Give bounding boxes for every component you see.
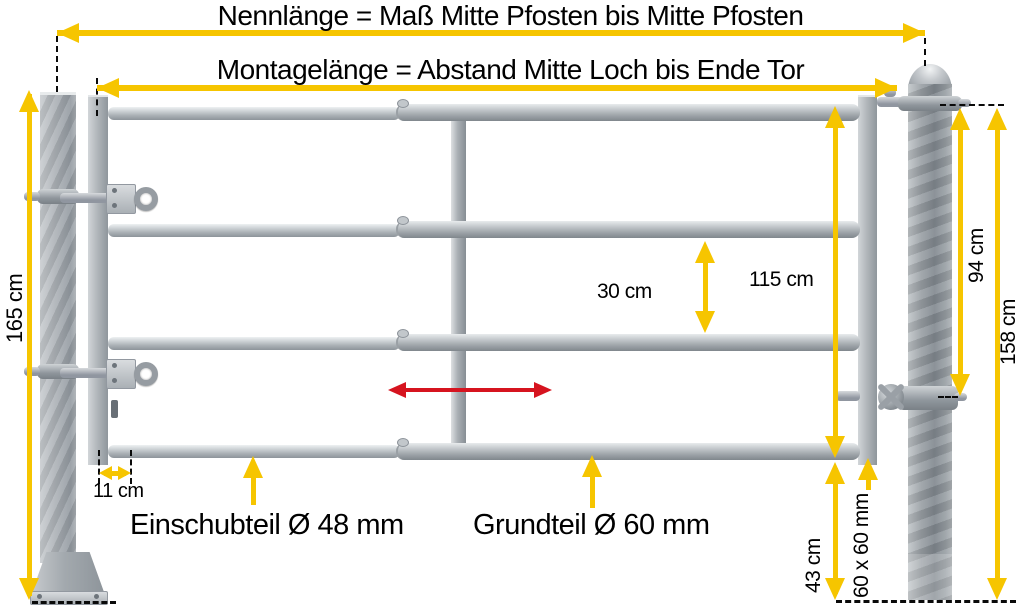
arrowhead-icon (243, 456, 263, 478)
base-bolt-icon (37, 594, 42, 599)
hole-offset-arrow (104, 471, 126, 476)
ground-clearance-label: 43 cm (802, 538, 825, 593)
frame-slot (111, 400, 118, 418)
clamp-distance-label: 94 cm (965, 228, 988, 283)
arrowhead-icon (19, 90, 39, 112)
hinge-screw-icon (112, 363, 117, 368)
ground-line-left (32, 601, 116, 604)
lower-clamp (898, 386, 958, 410)
rail-4-base (396, 443, 860, 460)
base-part-arrow (590, 475, 595, 508)
hinge-bottom-pin (60, 368, 110, 378)
ground-clearance-arrow (833, 468, 838, 594)
post-above-ground-label: 158 cm (997, 299, 1020, 365)
nennlaenge-arrow (57, 30, 925, 36)
gate-right-frame (858, 95, 877, 465)
hinge-top-pin (60, 193, 110, 203)
arrowhead-icon (875, 78, 897, 98)
arrowhead-icon (695, 241, 715, 263)
rail-3-base (396, 334, 860, 351)
frame-profile-arrow (866, 478, 871, 490)
right-post-below-section (908, 554, 952, 600)
insert-part-arrow (251, 476, 256, 505)
ground-line-right (836, 600, 1016, 603)
frame-profile-label: 60 x 60 mm (850, 493, 873, 598)
arrowhead-icon (57, 23, 79, 43)
base-bolt-icon (94, 594, 99, 599)
top-bracket (877, 97, 903, 107)
sleeve-screw-icon (397, 438, 409, 447)
latch-pin (836, 391, 860, 401)
rail-2-base (396, 221, 860, 238)
arrowhead-icon (825, 106, 845, 128)
hinge-screw-icon (112, 378, 117, 383)
arrowhead-icon (695, 311, 715, 333)
hinge-top-plate (106, 184, 136, 214)
rail-4-insert (108, 445, 400, 458)
hinge-bottom-plate (106, 359, 136, 389)
ref-line-left-post-center (56, 36, 58, 92)
arrowhead-icon (987, 108, 1007, 130)
arrowhead-icon (858, 458, 878, 480)
gate-left-frame (88, 95, 108, 465)
gate-height-arrow (833, 112, 838, 448)
hinge-bottom-bolt (24, 367, 40, 376)
post-height-arrow (27, 94, 32, 596)
nennlaenge-label: Nennlänge = Maß Mitte Pfosten bis Mitte … (217, 0, 804, 31)
post-height-label: 165 cm (2, 273, 27, 343)
gate-height-label: 115 cm (749, 268, 814, 291)
arrowhead-icon (825, 462, 845, 484)
hinge-screw-icon (112, 203, 117, 208)
base-part-label: Grundteil Ø 60 mm (473, 509, 710, 541)
arrowhead-icon (825, 436, 845, 458)
ref-line-lower-clamp (938, 396, 958, 398)
montagelaenge-arrow (97, 85, 897, 91)
top-clamp (898, 96, 962, 111)
ref-line-11cm-right (130, 450, 132, 484)
telescope-arrow (398, 388, 540, 392)
arrowhead-icon (950, 374, 970, 396)
arrowhead-icon (903, 23, 925, 43)
clamp-distance-arrow (958, 114, 963, 380)
insert-part-label: Einschubteil Ø 48 mm (130, 509, 404, 541)
hinge-top-bolt (24, 192, 40, 201)
hinge-top-eye-icon (134, 187, 158, 211)
middle-bar (451, 104, 466, 460)
arrowhead-icon (19, 578, 39, 600)
arrowhead-icon (582, 455, 602, 477)
left-post (40, 92, 76, 563)
arrowhead-icon (118, 466, 131, 480)
left-post-gusset (32, 552, 104, 592)
hinge-screw-icon (112, 188, 117, 193)
arrowhead-icon (534, 382, 552, 398)
arrowhead-icon (987, 578, 1007, 600)
arrowhead-icon (950, 108, 970, 130)
hole-offset-label: 11 cm (93, 480, 144, 502)
sleeve-screw-icon (397, 99, 409, 108)
ref-line-top-clamp (940, 104, 1004, 106)
rail-gap-label: 30 cm (597, 280, 652, 303)
post-above-ground-arrow (995, 114, 1000, 584)
lower-clamp-bolt (954, 393, 967, 401)
right-post (908, 84, 952, 600)
arrowhead-icon (388, 382, 406, 398)
rail-2-insert (108, 224, 400, 237)
ref-line-right-post-center (924, 38, 926, 66)
arrowhead-icon (825, 578, 845, 600)
top-clamp-bolt (958, 99, 971, 107)
hinge-bottom-eye-icon (134, 362, 158, 386)
montagelaenge-label: Montagelänge = Abstand Mitte Loch bis En… (216, 54, 805, 85)
rail-1-base (396, 104, 860, 121)
rail-gap-arrow (703, 250, 708, 315)
sleeve-screw-icon (397, 216, 409, 225)
latch-star-knob (878, 384, 904, 410)
sleeve-screw-icon (397, 329, 409, 338)
arrowhead-icon (99, 466, 112, 480)
rail-1-insert (108, 107, 400, 120)
rail-3-insert (108, 337, 400, 350)
arrowhead-icon (97, 78, 119, 98)
